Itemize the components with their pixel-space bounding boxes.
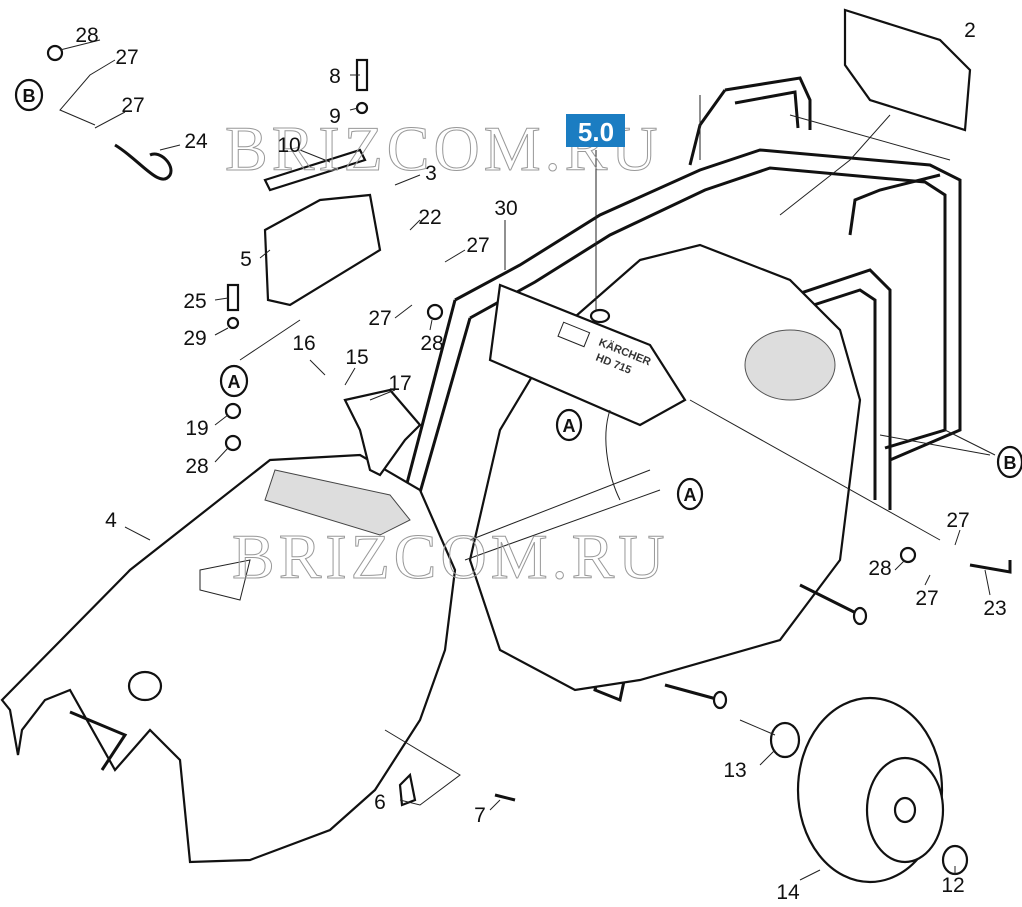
part-label: 6 <box>374 791 386 814</box>
svg-text:A: A <box>684 485 697 505</box>
part-label: 27 <box>915 587 938 610</box>
leader-lines <box>59 39 996 881</box>
part-label: 5 <box>240 248 252 271</box>
part-label: 14 <box>776 881 800 904</box>
fasteners <box>46 44 1012 807</box>
part-label: 16 <box>292 332 315 355</box>
part-label: 10 <box>277 134 300 157</box>
ref-marker-a-right: A <box>676 477 704 511</box>
part-label: 27 <box>466 234 489 257</box>
part-label: 25 <box>183 290 206 313</box>
hose-holder <box>263 148 382 307</box>
part-label: 27 <box>115 46 138 69</box>
part-label: 28 <box>868 557 891 580</box>
part-labels: 28 27 27 24 8 9 10 3 22 27 30 5 25 29 27… <box>75 19 1006 904</box>
part-label: 28 <box>420 332 443 355</box>
version-badge: 5.0 <box>566 114 625 147</box>
part-label: 30 <box>494 197 517 220</box>
part-label: 3 <box>425 162 437 185</box>
part-label: 19 <box>185 417 208 440</box>
part-label: 28 <box>75 24 98 47</box>
part-label: 2 <box>964 19 976 42</box>
part-label: 27 <box>368 307 391 330</box>
ref-marker-a-left: A <box>219 364 249 398</box>
part-label: 4 <box>105 509 117 532</box>
ref-marker-b-right: B <box>996 445 1022 479</box>
part-label: 23 <box>983 597 1006 620</box>
part-label: 15 <box>345 346 368 369</box>
part-label: 13 <box>723 759 746 782</box>
axle-rods <box>664 583 868 710</box>
svg-text:A: A <box>228 372 241 392</box>
front-cover <box>0 453 457 864</box>
part-label: 12 <box>941 874 964 897</box>
part-label: 9 <box>329 105 341 128</box>
part-label: 8 <box>329 65 341 88</box>
part-label: 29 <box>183 327 206 350</box>
version-badge-text: 5.0 <box>578 117 614 147</box>
svg-text:A: A <box>563 416 576 436</box>
part-label: 22 <box>418 206 441 229</box>
ref-marker-a-mid: A <box>555 408 583 442</box>
part-label: 27 <box>946 509 969 532</box>
part-label: 24 <box>184 130 208 153</box>
watermark-bottom: BRIZCOM.RU <box>232 521 669 592</box>
part-label: 7 <box>474 804 486 827</box>
part-label: 28 <box>185 455 208 478</box>
part-label: 17 <box>388 372 411 395</box>
part-label: 27 <box>121 94 144 117</box>
svg-text:B: B <box>1004 453 1017 473</box>
wheel <box>769 696 969 884</box>
svg-text:B: B <box>23 86 36 106</box>
tool-bag <box>843 8 972 132</box>
ref-marker-b-top: B <box>14 78 44 112</box>
